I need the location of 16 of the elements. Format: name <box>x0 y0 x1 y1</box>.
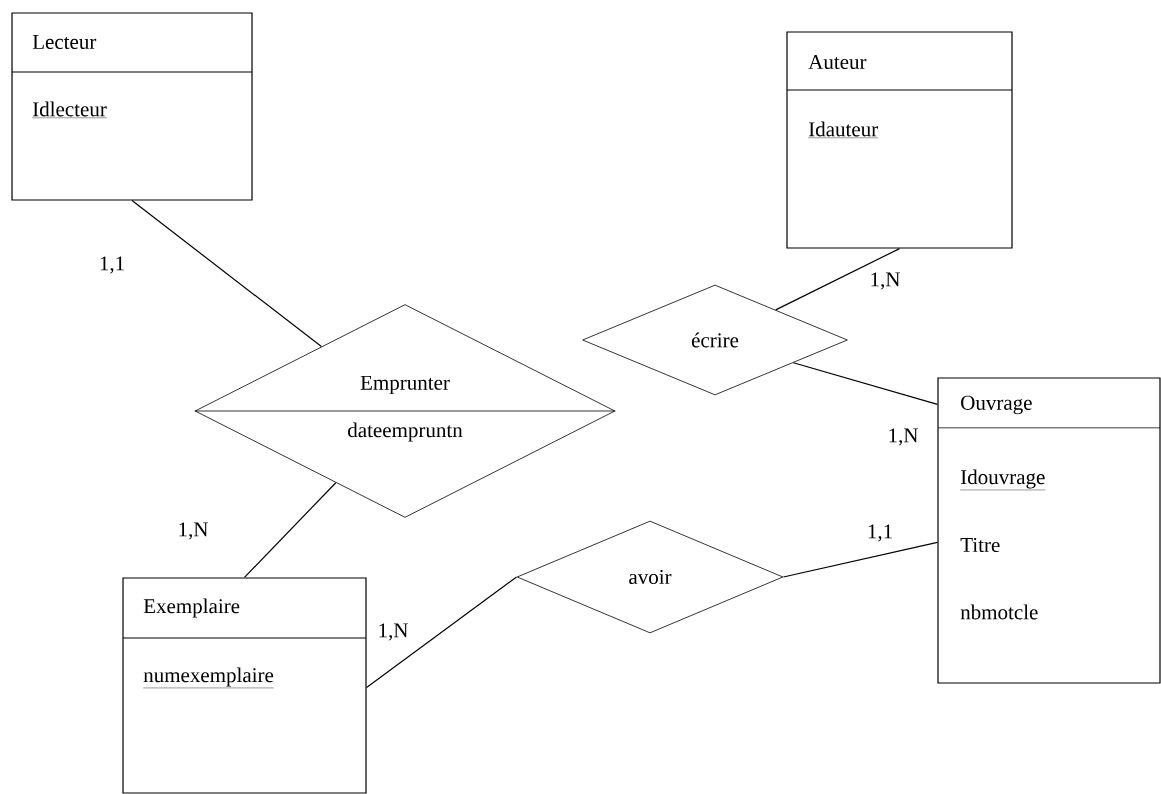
entity-box: Lecteur Idlecteur <box>11 12 253 201</box>
cardinality-label: 1,N <box>889 428 918 446</box>
cardinality-label: 1,N <box>871 272 900 290</box>
connector-line <box>243 482 337 578</box>
connector-line <box>782 541 938 578</box>
entity-box: Ouvrage Idouvrage Titre nbmotcle <box>937 377 1161 684</box>
cardinality-label: 1,N <box>179 522 208 540</box>
cardinality-label: 1,1 <box>100 256 124 274</box>
connector-line <box>775 248 901 311</box>
entity-box: Auteur Idauteur <box>786 31 1013 249</box>
cardinality-label: 1,N <box>379 623 408 641</box>
cardinality-label: 1,1 <box>868 524 892 542</box>
entity-box: Exemplaire numexemplaire <box>122 577 367 794</box>
connector-line <box>792 362 938 405</box>
connector-line <box>366 576 518 688</box>
connector-line <box>131 200 322 348</box>
